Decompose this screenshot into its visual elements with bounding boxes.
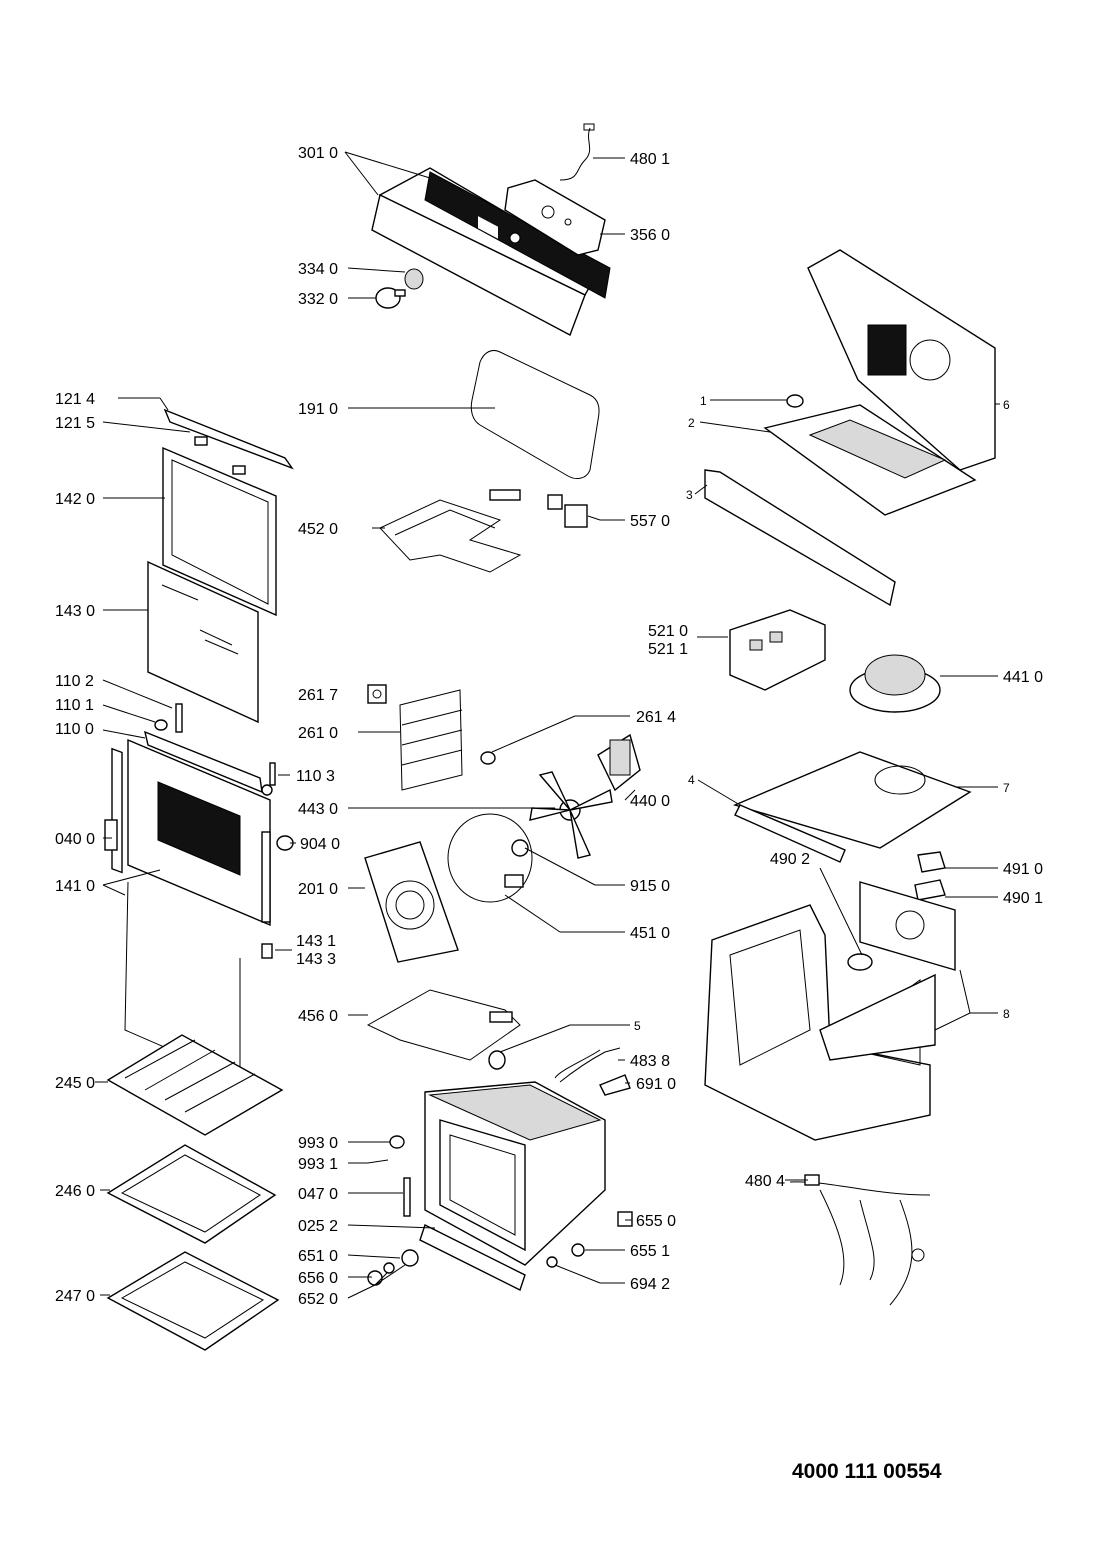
label-691-0: 691 0: [636, 1076, 676, 1093]
thermostat-sensor-part: [547, 494, 601, 528]
label-191-0: 191 0: [298, 401, 338, 418]
oven-seal-part: [470, 349, 600, 479]
label-1: 1: [700, 394, 707, 408]
label-040-0: 040 0: [55, 831, 95, 848]
control-board-part: [504, 179, 606, 256]
part-labels: 301 0 480 1 356 0 334 0 332 0 121 4 121 …: [55, 145, 1043, 1308]
label-025-2: 025 2: [298, 1218, 338, 1235]
label-110-1: 110 1: [55, 697, 94, 714]
cooling-fan-part: [849, 654, 941, 713]
label-261-7: 261 7: [298, 687, 338, 704]
label-110-3: 110 3: [296, 768, 335, 785]
label-993-0: 993 0: [298, 1135, 338, 1152]
label-143-3: 143 3: [296, 951, 336, 968]
label-651-0: 651 0: [298, 1248, 338, 1265]
label-443-0: 443 0: [298, 801, 338, 818]
label-491-0: 491 0: [1003, 861, 1043, 878]
fan-motor-part: [597, 733, 641, 792]
electronic-module-part: [729, 609, 826, 691]
label-480-1: 480 1: [630, 151, 670, 168]
label-246-0: 246 0: [55, 1183, 95, 1200]
label-652-0: 652 0: [298, 1291, 338, 1308]
inner-glass-frame-part: [162, 446, 277, 617]
mounting-rail-part: [704, 469, 896, 607]
top-heating-element-part: [379, 489, 522, 573]
label-201-0: 201 0: [298, 881, 338, 898]
circular-element-part: [447, 813, 533, 903]
label-904-0: 904 0: [300, 836, 340, 853]
label-521-1: 521 1: [648, 641, 688, 658]
label-521-0: 521 0: [648, 623, 688, 640]
label-7: 7: [1003, 781, 1010, 795]
bottom-element-part: [366, 989, 521, 1061]
label-110-0: 110 0: [55, 721, 94, 738]
fan-blade-part: [480, 751, 613, 859]
baking-tray-part: [106, 1144, 277, 1244]
side-panel-parts: [847, 851, 956, 971]
label-121-5: 121 5: [55, 415, 95, 432]
power-cord-part: [488, 1047, 631, 1096]
label-451-0: 451 0: [630, 925, 670, 942]
label-456-0: 456 0: [298, 1008, 338, 1025]
fan-cover-part: [364, 841, 459, 963]
knob-part: [375, 268, 424, 309]
label-441-0: 441 0: [1003, 669, 1043, 686]
label-142-0: 142 0: [55, 491, 95, 508]
door-top-trim-part: [163, 408, 294, 475]
label-301-0: 301 0: [298, 145, 338, 162]
label-332-0: 332 0: [298, 291, 338, 308]
label-143-0: 143 0: [55, 603, 95, 620]
label-480-4: 480 4: [745, 1173, 785, 1190]
label-143-1: 143 1: [296, 933, 336, 950]
outer-casing-part: [704, 904, 936, 1141]
inner-glass-part: [147, 560, 259, 724]
label-121-4: 121 4: [55, 391, 95, 408]
label-452-0: 452 0: [298, 521, 338, 538]
cavity-small-parts: [367, 1135, 633, 1286]
shelf-support-part: [367, 684, 463, 791]
document-number: 4000 111 00554: [792, 1460, 942, 1483]
label-110-2: 110 2: [55, 673, 94, 690]
label-334-0: 334 0: [298, 261, 338, 278]
label-8: 8: [1003, 1007, 1010, 1021]
wiring-harness-part: [789, 1174, 931, 1306]
wire-rack-part: [106, 1034, 284, 1136]
label-557-0: 557 0: [630, 513, 670, 530]
label-483-8: 483 8: [630, 1053, 670, 1070]
label-6: 6: [1003, 398, 1010, 412]
hinge-small-parts: [154, 703, 276, 796]
outer-door-part: [104, 730, 294, 959]
label-5: 5: [634, 1019, 641, 1033]
label-440-0: 440 0: [630, 793, 670, 810]
label-993-1: 993 1: [298, 1156, 338, 1173]
label-2: 2: [688, 416, 695, 430]
top-panel-part: [763, 394, 977, 516]
label-245-0: 245 0: [55, 1075, 95, 1092]
label-915-0: 915 0: [630, 878, 670, 895]
label-356-0: 356 0: [630, 227, 670, 244]
label-261-4: 261 4: [636, 709, 676, 726]
oven-cavity-part: [419, 1081, 606, 1291]
deep-tray-part: [106, 1251, 280, 1351]
label-656-0: 656 0: [298, 1270, 338, 1287]
base-plate-part: [732, 751, 972, 863]
leader-lines: [95, 151, 1000, 1299]
label-655-1: 655 1: [630, 1243, 670, 1260]
label-694-2: 694 2: [630, 1276, 670, 1293]
label-490-2: 490 2: [770, 851, 810, 868]
label-655-0: 655 0: [636, 1213, 676, 1230]
label-490-1: 490 1: [1003, 890, 1043, 907]
label-4: 4: [688, 773, 695, 787]
label-047-0: 047 0: [298, 1186, 338, 1203]
cable-part: [559, 123, 595, 181]
label-261-0: 261 0: [298, 725, 338, 742]
label-3: 3: [686, 488, 693, 502]
label-247-0: 247 0: [55, 1288, 95, 1305]
label-141-0: 141 0: [55, 878, 95, 895]
rear-panel-part: [807, 249, 996, 471]
